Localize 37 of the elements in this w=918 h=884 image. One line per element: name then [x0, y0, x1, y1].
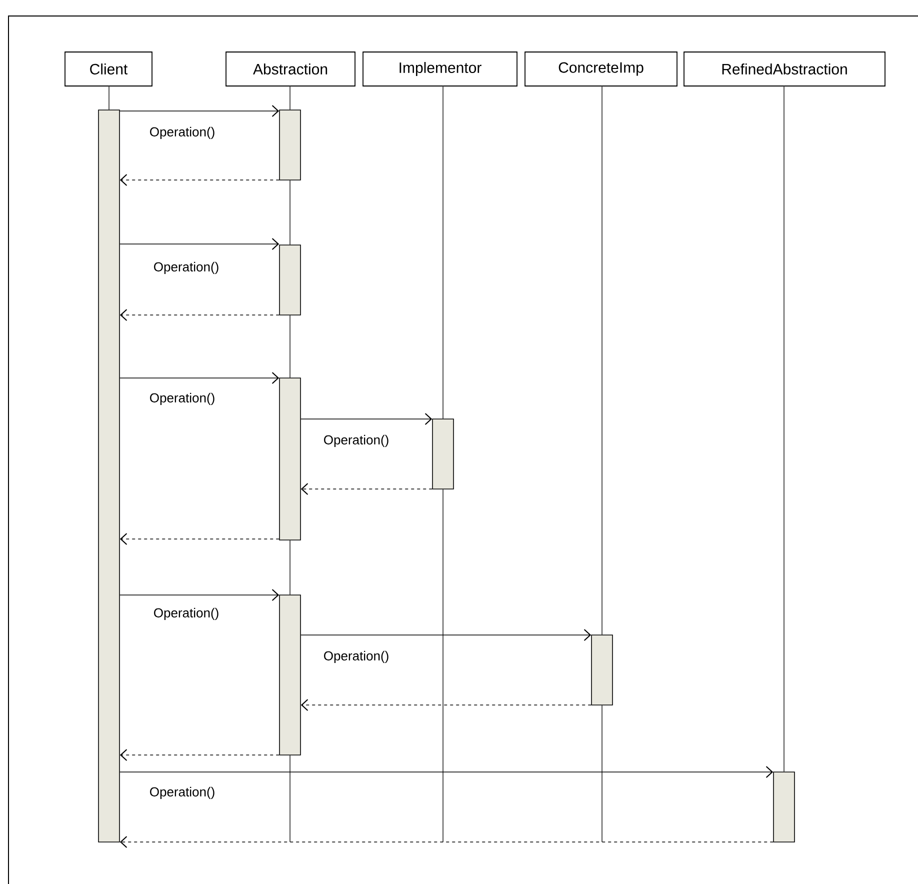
message-arrow	[300, 699, 592, 711]
edge-label: Operation()	[148, 126, 216, 140]
edge-label: Operation()	[148, 786, 216, 800]
lifeline-header: Client	[64, 52, 152, 86]
activation-bar	[98, 110, 120, 842]
lifeline-header: RefinedAbstraction	[684, 52, 886, 86]
edge-label: Operation()	[322, 650, 390, 664]
message-arrow	[120, 836, 774, 848]
edge-label: Operation()	[152, 260, 220, 276]
lifeline-header: Abstraction	[226, 52, 356, 86]
message-arrow	[120, 238, 280, 250]
message-arrow	[120, 309, 280, 321]
lifeline-header: Implementor	[362, 52, 518, 86]
activation-bar	[279, 110, 301, 180]
lifeline-header: ConcreteImp	[524, 52, 678, 86]
activation-bar	[773, 772, 795, 842]
edge-label: Operation()	[152, 606, 220, 622]
message-arrow	[120, 749, 280, 761]
message-arrow	[120, 372, 280, 384]
activation-bar	[279, 378, 301, 540]
message-arrow	[120, 589, 280, 601]
activation-bar	[591, 634, 613, 706]
lifeline	[108, 86, 110, 110]
activation-bar	[279, 244, 301, 316]
edge-label: Operation()	[148, 392, 216, 406]
activation-bar	[432, 418, 454, 490]
message-arrow	[120, 105, 280, 117]
message-arrow	[120, 766, 774, 778]
message-arrow	[120, 533, 280, 545]
message-arrow	[300, 629, 592, 641]
message-arrow	[300, 483, 432, 495]
message-arrow	[120, 174, 280, 186]
activation-bar	[279, 594, 301, 756]
lifeline	[442, 488, 444, 842]
lifeline	[442, 86, 444, 420]
edge-label: Operation()	[322, 434, 390, 448]
message-arrow	[300, 413, 432, 425]
